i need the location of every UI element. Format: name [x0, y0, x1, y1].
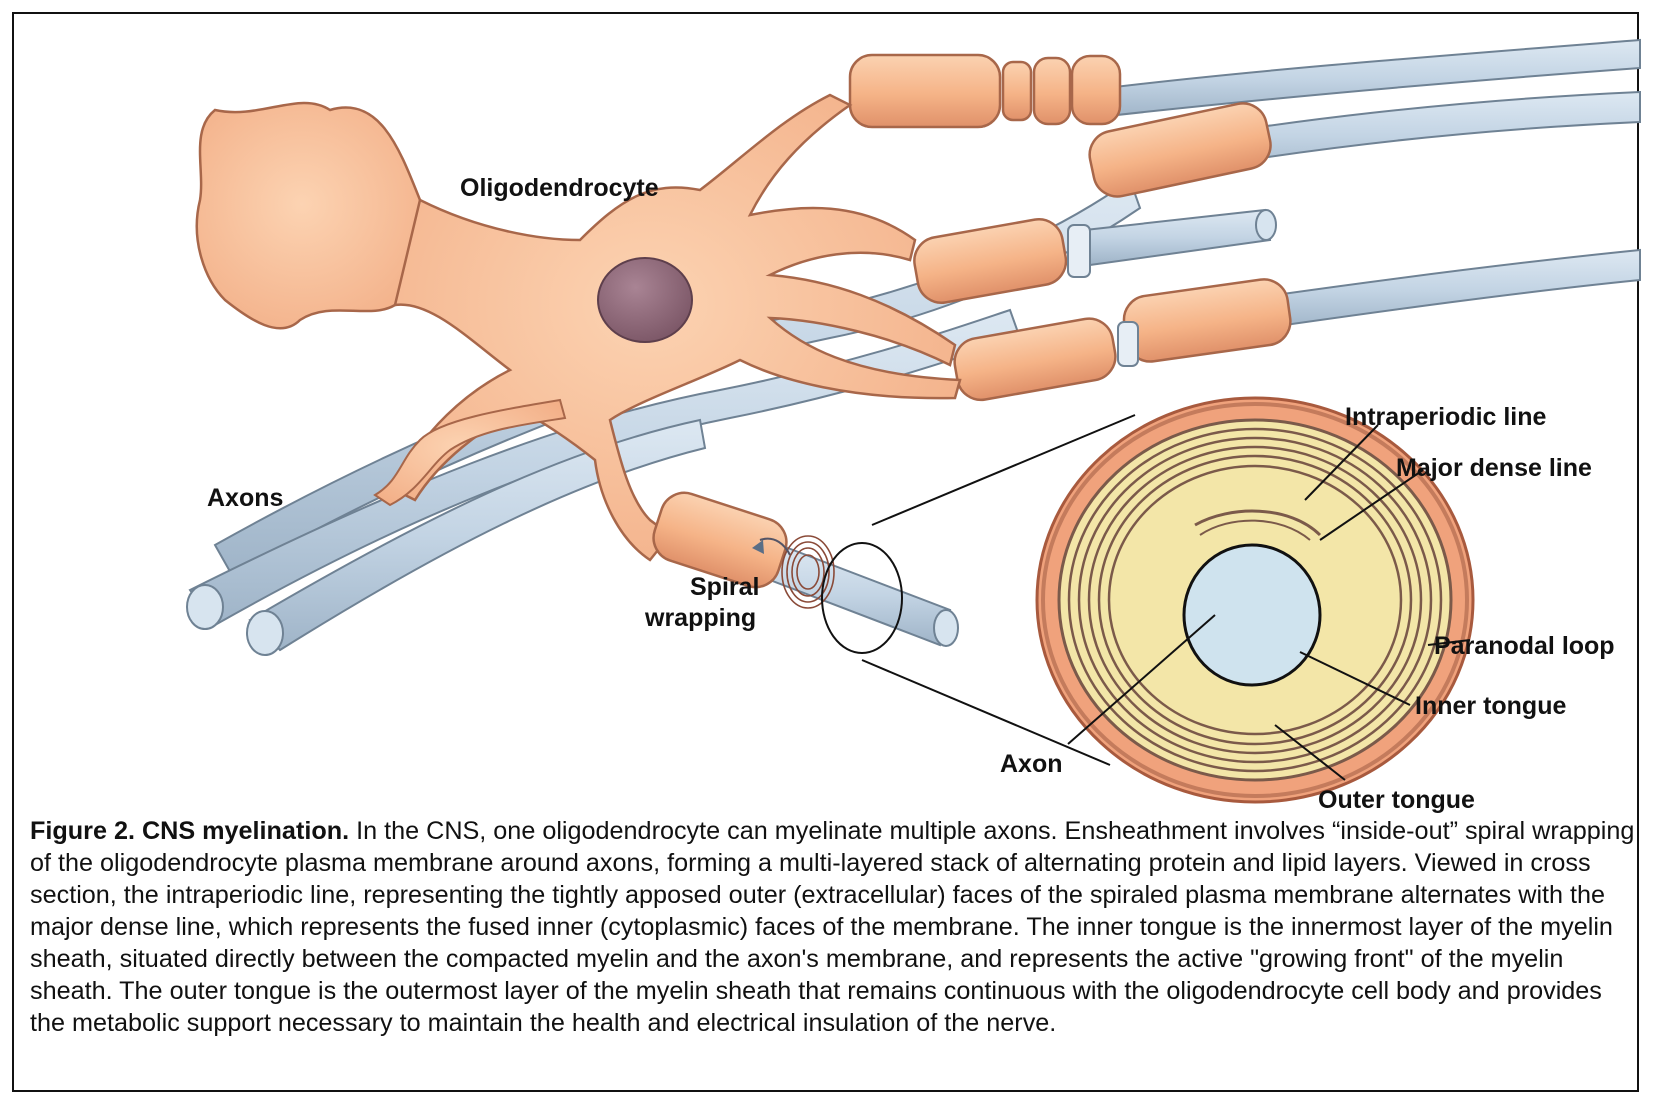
zoom-connector-lines: [861, 414, 1136, 766]
label-paranodal-loop: Paranodal loop: [1434, 632, 1615, 660]
label-inner-tongue: Inner tongue: [1415, 692, 1566, 720]
oligodendrocyte-cell: [195, 93, 962, 654]
figure-frame: [12, 12, 1639, 1092]
label-axon: Axon: [1000, 750, 1063, 778]
label-spiral-line1: Spiral: [690, 573, 759, 601]
label-spiral-line2: wrapping: [644, 604, 756, 632]
label-leader-lines: [1067, 424, 1471, 781]
label-axons: Axons: [207, 484, 283, 512]
cns-myelination-illustration: Oligodendrocyte Axons Spiral wrapping In…: [186, 38, 1641, 814]
label-major-dense-line: Major dense line: [1396, 454, 1592, 482]
label-oligodendrocyte: Oligodendrocyte: [460, 174, 659, 202]
figure-caption: Figure 2. CNS myelination. In the CNS, o…: [30, 815, 1640, 1039]
labels: Oligodendrocyte Axons Spiral wrapping In…: [207, 174, 1615, 814]
myelin-cross-section: [1035, 396, 1475, 804]
caption-title: Figure 2. CNS myelination.: [30, 817, 350, 845]
myelin-segments: [848, 53, 1292, 402]
spiral-wrap-lines: [781, 535, 835, 609]
label-outer-tongue: Outer tongue: [1318, 786, 1475, 814]
label-intraperiodic-line: Intraperiodic line: [1345, 403, 1547, 431]
caption-body: In the CNS, one oligodendrocyte can myel…: [30, 817, 1635, 1037]
